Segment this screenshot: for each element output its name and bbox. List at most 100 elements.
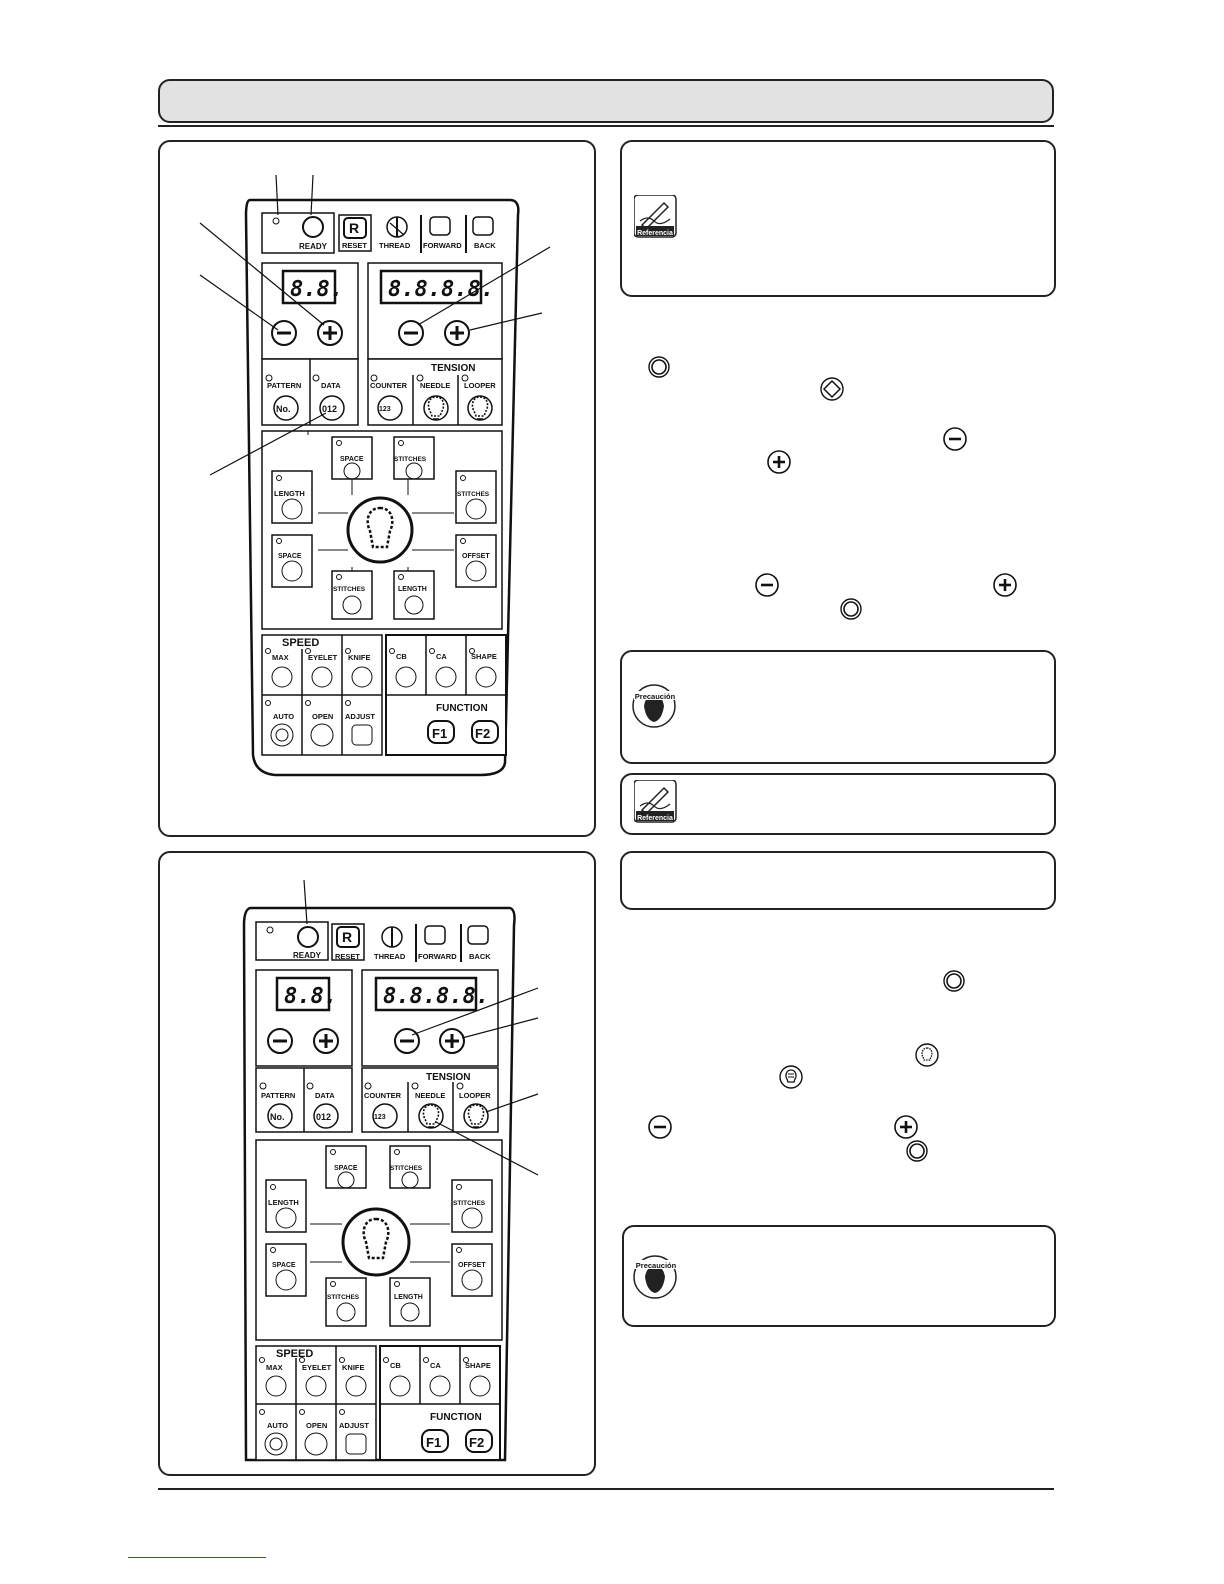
pattern-plus-button[interactable] [316,319,344,347]
ca-button-2[interactable]: CA [423,1357,451,1397]
pattern-button-2[interactable]: PATTERN No. [259,1082,295,1129]
ready-key-group-2[interactable]: READY [255,921,329,961]
data-minus-button-2[interactable] [393,1027,421,1055]
counter-button-2[interactable]: COUNTER 123 [364,1082,402,1129]
data-plus-button-2[interactable] [438,1027,466,1055]
open-label-2: OPEN [306,1421,327,1430]
f1-button[interactable]: F1 [427,720,455,744]
needle-tension-button[interactable]: NEEDLE [416,374,450,421]
thread-button-2[interactable]: THREAD [374,926,406,961]
space-left-button-2[interactable]: SPACE [265,1243,307,1297]
operation-panel-diagram-bottom: READY R RESET THREAD FORWARD BACK 8.8. 8… [242,880,539,1462]
shape-label: SHAPE [471,652,497,661]
stitches-bottom-button-2[interactable]: STITCHES [325,1277,367,1327]
length-left-label-2: LENGTH [268,1198,299,1207]
caution-note-box-2 [622,1225,1056,1327]
knife-label-2: KNIFE [342,1363,365,1372]
pattern-button[interactable]: PATTERN No. [265,374,301,421]
eyelet-speed-button[interactable]: EYELET [305,648,338,688]
forward-label: FORWARD [423,241,462,250]
shape-button[interactable]: SHAPE [469,648,497,688]
length-left-button-2[interactable]: LENGTH [265,1179,307,1233]
data-plus-button[interactable] [443,319,471,347]
shape-button-2[interactable]: SHAPE [463,1357,491,1397]
reset-key-glyph-2: R [342,929,352,945]
max-speed-button-2[interactable]: MAX [259,1357,287,1397]
ready-label-2: READY [293,951,322,960]
eyelet-speed-button-2[interactable]: EYELET [299,1357,332,1397]
thread-label-2: THREAD [374,952,406,961]
pattern-display-value: 8.8. [290,277,343,302]
knife-label: KNIFE [348,653,371,662]
data-display-value-2: 8.8.8.8. [383,984,489,1009]
space-top-button[interactable]: SPACE [331,436,373,480]
forward-button[interactable]: FORWARD [420,215,462,253]
ready-inline-icon-4 [906,1140,928,1162]
knife-speed-button[interactable]: KNIFE [345,648,373,688]
section-heading-box [620,851,1056,910]
offset-right-button[interactable]: OFFSET [455,534,497,588]
back-button[interactable]: BACK [465,215,496,253]
open-button-2[interactable]: OPEN [299,1409,328,1456]
stitches-top-button-2[interactable]: STITCHES [389,1145,431,1189]
space-top-label: SPACE [340,456,364,463]
reset-button[interactable]: R RESET [338,214,372,252]
open-button[interactable]: OPEN [305,700,334,747]
thread-button[interactable]: THREAD [379,216,411,250]
plus-inline-icon [766,449,792,475]
ca-label-2: CA [430,1361,441,1370]
stitches-right-button[interactable]: STITCHES [455,470,497,524]
looper-tension-button-2[interactable]: LOOPER [456,1082,491,1129]
looper-label: LOOPER [464,381,496,390]
knife-speed-button-2[interactable]: KNIFE [339,1357,367,1397]
length-bottom-button[interactable]: LENGTH [393,570,435,620]
stitches-bottom-label: STITCHES [333,586,366,593]
auto-button[interactable]: AUTO [265,700,295,747]
length-bottom-button-2[interactable]: LENGTH [389,1277,431,1327]
auto-button-2[interactable]: AUTO [259,1409,289,1456]
adjust-label: ADJUST [345,712,375,721]
pattern-minus-button-2[interactable] [266,1027,294,1055]
data-button-2[interactable]: DATA 012 [306,1082,339,1129]
stitches-right-label: STITCHES [457,491,490,498]
section-title-bar [158,79,1054,123]
ready-key-group[interactable]: READY [261,212,335,254]
adjust-button[interactable]: ADJUST [345,700,375,746]
speed-heading: SPEED [282,637,319,649]
operation-panel-diagram-top: READY R RESET THREAD FORWARD BACK 8.8. 8… [199,175,551,777]
pattern-plus-button-2[interactable] [312,1027,340,1055]
footer-link-underline [128,1557,266,1558]
adjust-button-2[interactable]: ADJUST [339,1409,369,1455]
looper-tension-button[interactable]: LOOPER [461,374,496,421]
stitches-right-button-2[interactable]: STITCHES [451,1179,493,1233]
f2-button-2[interactable]: F2 [465,1429,493,1453]
forward-button-2[interactable]: FORWARD [415,924,457,962]
buttonhole-shape-icon [346,496,414,564]
counter-label-2: COUNTER [364,1091,402,1100]
offset-label: OFFSET [462,553,490,560]
reset-button-2[interactable]: R RESET [331,923,365,961]
max-speed-button[interactable]: MAX [265,648,293,688]
f1-label: F1 [432,726,447,741]
data-button[interactable]: DATA 012 [312,374,345,421]
cb-button-2[interactable]: CB [383,1357,411,1397]
space-top-button-2[interactable]: SPACE [325,1145,367,1189]
function-heading-2: FUNCTION [430,1412,482,1423]
pattern-minus-button[interactable] [270,319,298,347]
minus-inline-icon [942,426,968,452]
f1-button-2[interactable]: F1 [421,1429,449,1453]
offset-right-button-2[interactable]: OFFSET [451,1243,493,1297]
f2-button[interactable]: F2 [471,720,499,744]
stitches-bottom-button[interactable]: STITCHES [331,570,373,620]
counter-button[interactable]: COUNTER 123 [370,374,408,421]
length-left-button[interactable]: LENGTH [271,470,313,524]
ca-button[interactable]: CA [429,648,457,688]
referencia-icon-text: Referencia [637,230,673,237]
max-label: MAX [272,653,289,662]
space-top-label-2: SPACE [334,1165,358,1172]
space-left-button[interactable]: SPACE [271,534,313,588]
cb-button[interactable]: CB [389,648,417,688]
back-button-2[interactable]: BACK [460,924,491,962]
stitches-top-button[interactable]: STITCHES [393,436,435,480]
ready-label: READY [299,242,328,251]
